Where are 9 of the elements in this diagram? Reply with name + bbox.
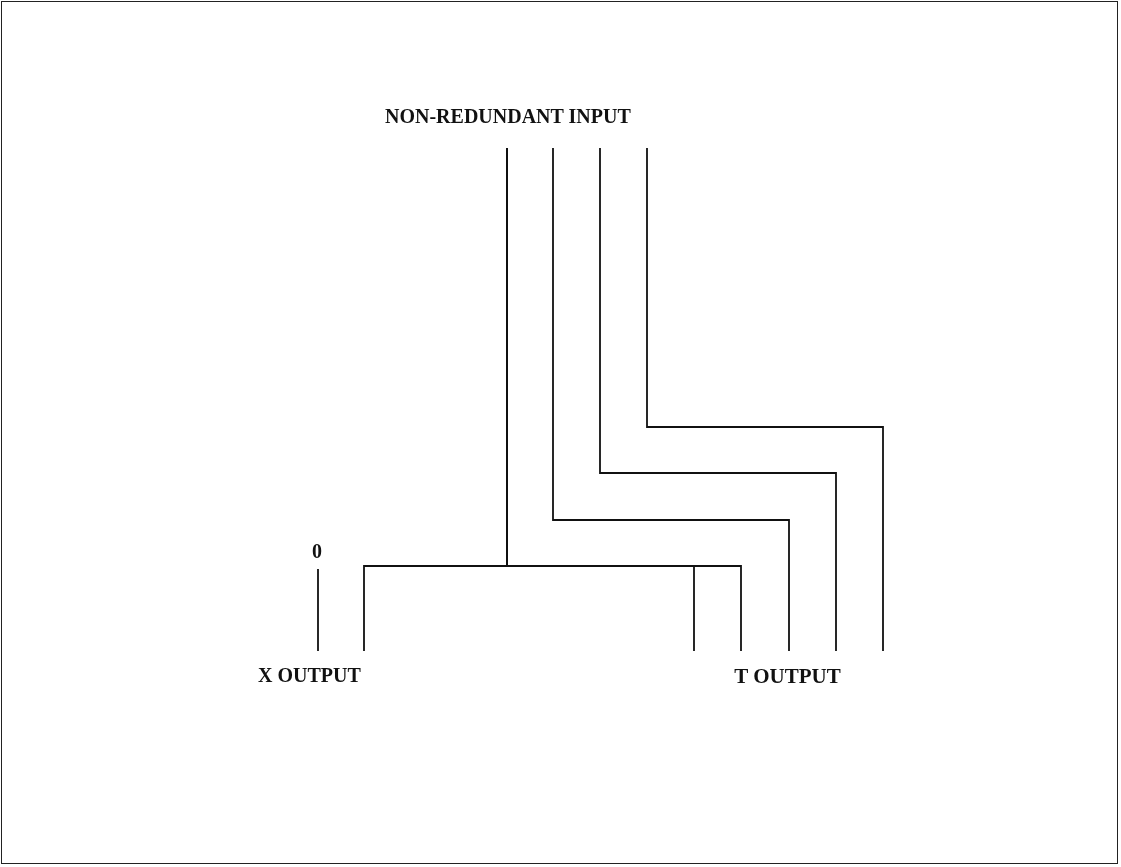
input-label: NON-REDUNDANT INPUT [370,95,660,148]
output-label: X OUTPUT [255,650,405,695]
output-label: T OUTPUT [680,650,895,695]
wire-line [552,147,790,652]
wire-line [506,147,742,652]
wire-line [646,147,884,652]
constant-label: 0 [308,536,328,569]
wire-line [317,568,319,652]
wire-line [599,147,837,652]
